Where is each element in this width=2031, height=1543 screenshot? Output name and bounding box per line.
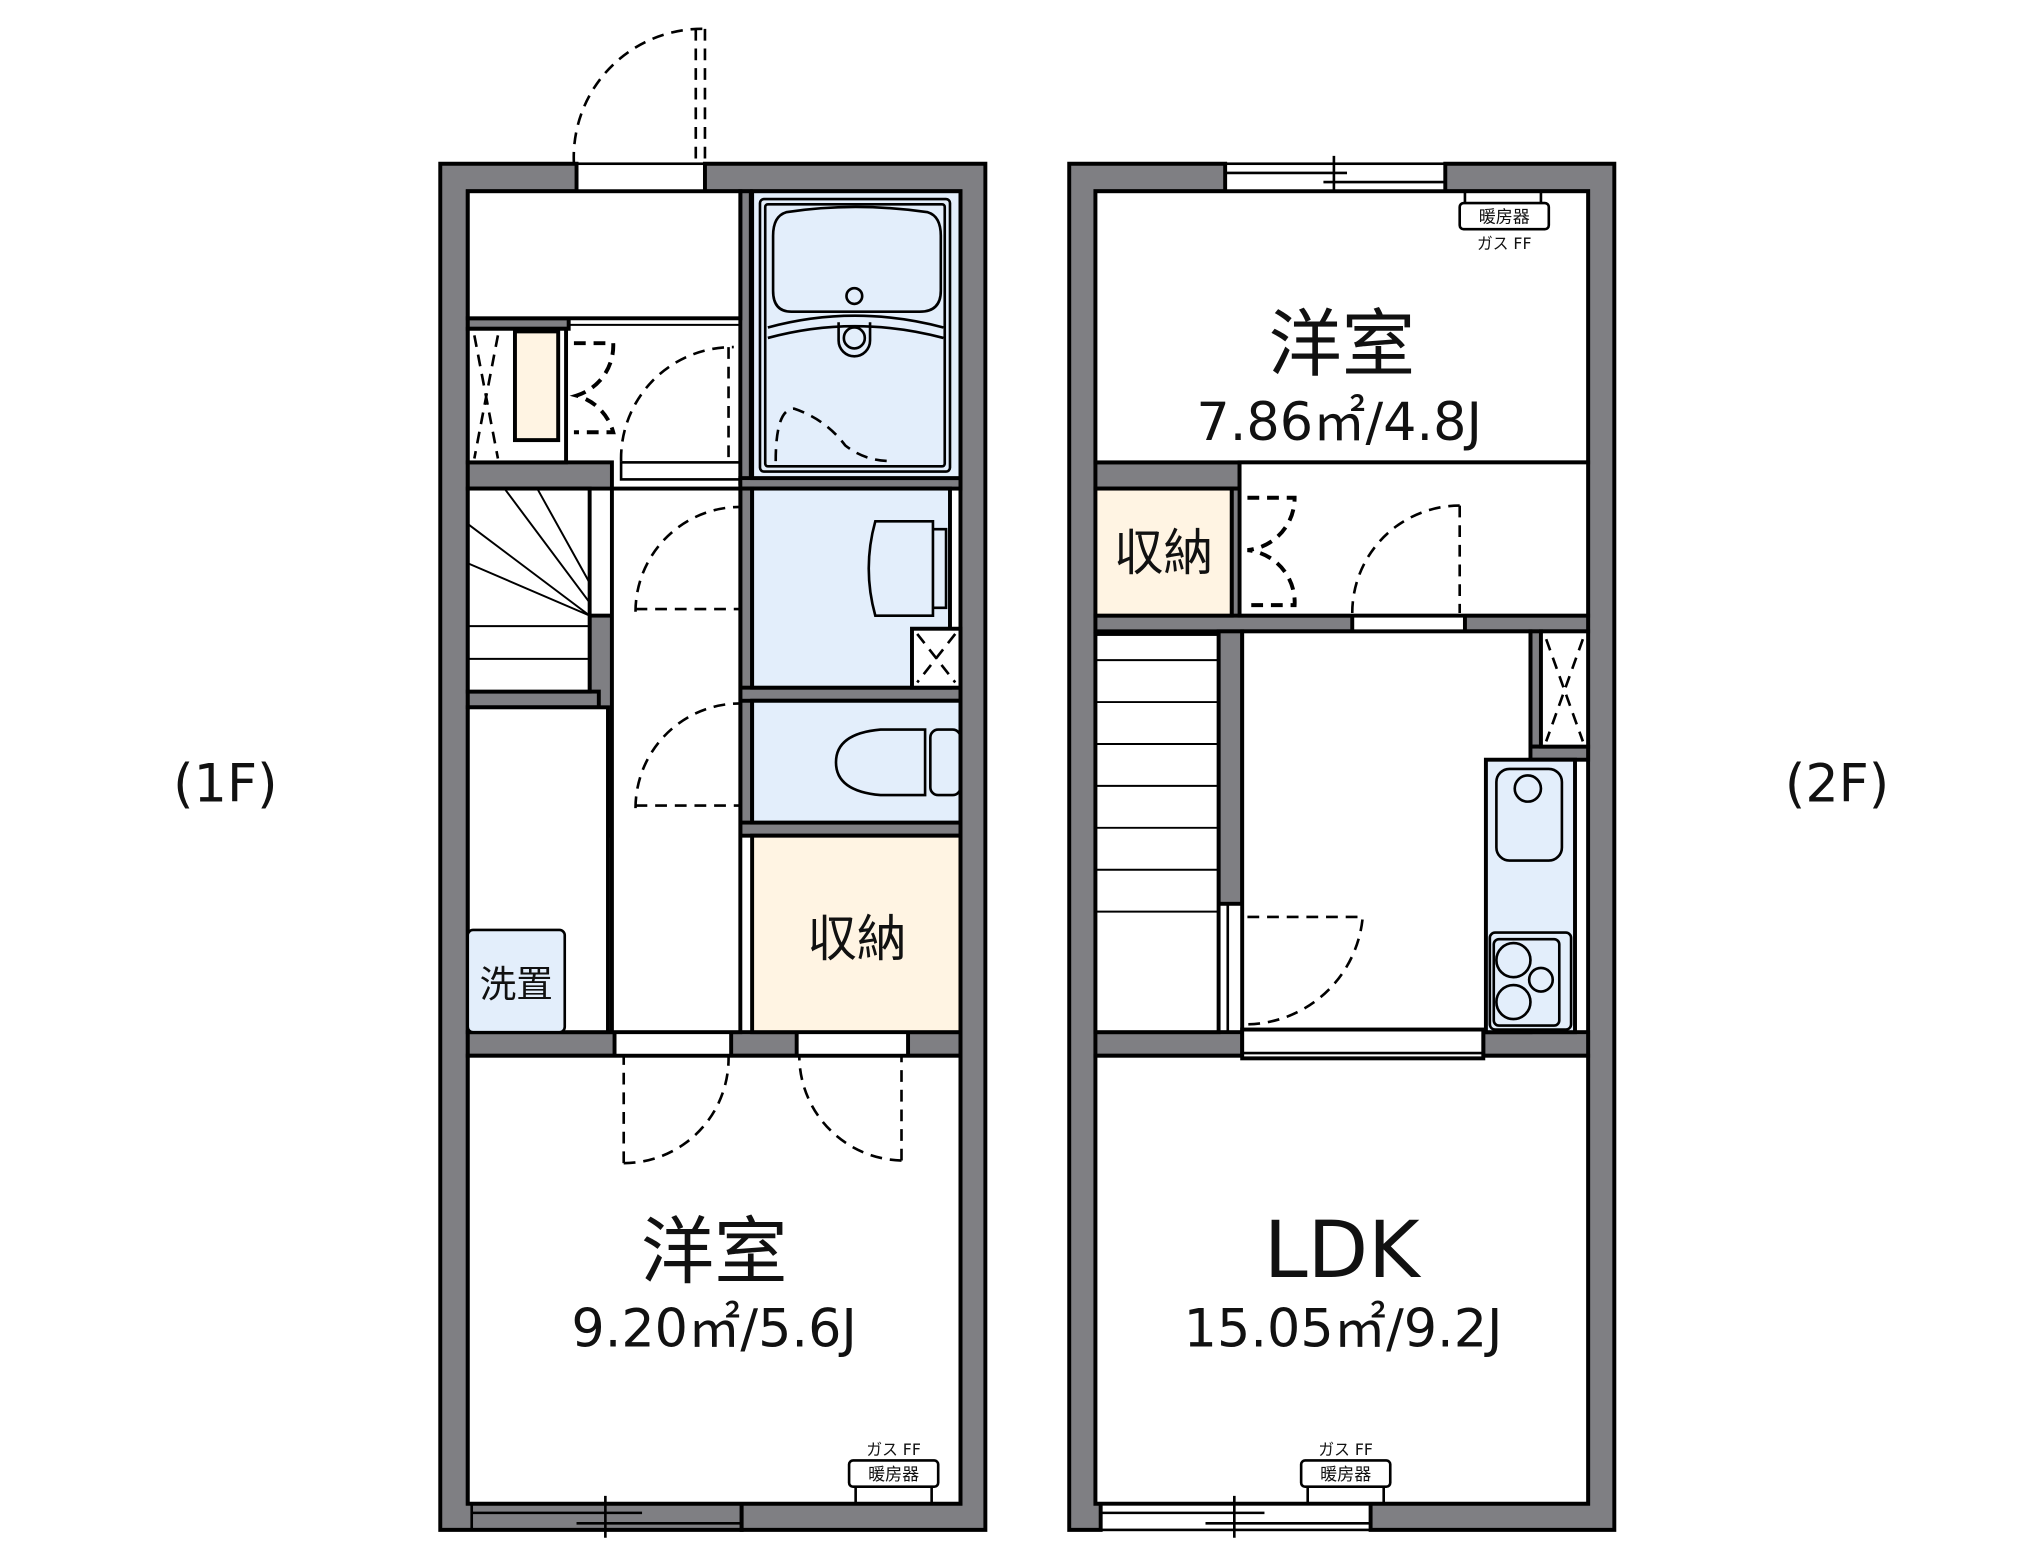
wall [465, 689, 601, 710]
wall [1462, 613, 1591, 634]
opening [619, 461, 742, 481]
svg-text:暖房器: 暖房器 [1320, 1465, 1371, 1485]
kitchen-counter [1483, 757, 1577, 1035]
window-1f[interactable] [470, 1495, 743, 1538]
svg-text:暖房器: 暖房器 [868, 1465, 919, 1485]
wall [465, 460, 614, 491]
svg-text:ガス FF: ガス FF [866, 1440, 921, 1459]
floor-label-2f: (2F) [1785, 754, 1889, 815]
svg-text:ガス FF: ガス FF [1477, 234, 1532, 253]
wall [465, 1030, 617, 1058]
western-room-2f-lower [1237, 460, 1591, 618]
western-room-1f-name: 洋室 [641, 1210, 788, 1295]
svg-text:ガス FF: ガス FF [1318, 1440, 1373, 1459]
closet-folding-door[interactable] [569, 341, 616, 435]
opening [1226, 902, 1244, 1034]
entrance-door[interactable] [572, 27, 707, 164]
stair-door-2f[interactable] [1247, 915, 1365, 1026]
storage-door-1f[interactable] [797, 1055, 903, 1162]
gas-heater-2f-bottom: ガス FF 暖房器 [1299, 1440, 1392, 1504]
entrance-opening [575, 162, 707, 193]
room-door-2f[interactable] [1350, 504, 1462, 614]
wall [1093, 1030, 1245, 1058]
room-door-1f[interactable] [622, 1055, 730, 1165]
entry-hall [465, 189, 743, 321]
storage-2f-label: 収納 [1114, 524, 1214, 582]
second-floor-plan: 洋室 7.86㎡/4.8J 暖房器 ガス FF 収納 [1067, 155, 1889, 1538]
vent-2f [1538, 629, 1591, 749]
washroom-door[interactable] [634, 505, 741, 612]
stair-treads [1095, 659, 1219, 913]
hallway [609, 486, 743, 1035]
washer-label: 洗置 [480, 963, 553, 1006]
wall [1093, 460, 1242, 491]
storage-2f [1093, 486, 1234, 618]
western-room-2f-area: 7.86㎡/4.8J [1196, 392, 1482, 453]
storage-1f [750, 833, 963, 1035]
ldk-name: LDK [1264, 1204, 1422, 1296]
storage-1f-label: 収納 [807, 910, 907, 968]
window-2f-bottom[interactable] [1099, 1495, 1372, 1538]
wall [1093, 613, 1355, 634]
opening [1350, 614, 1467, 633]
floor-label-1f: (1F) [173, 754, 277, 815]
toilet-door[interactable] [634, 702, 741, 809]
western-room-2f-name: 洋室 [1268, 302, 1415, 387]
wall [906, 1030, 963, 1058]
bathroom [750, 189, 963, 481]
washroom-door[interactable] [619, 345, 734, 462]
ldk-area: 15.05㎡/9.2J [1184, 1299, 1503, 1360]
gas-heater-1f: ガス FF 暖房器 [847, 1440, 940, 1504]
wall [1216, 629, 1245, 906]
kitchen-area [1240, 629, 1533, 1035]
western-room-1f-area: 9.20㎡/5.6J [571, 1299, 857, 1360]
wall [1481, 1030, 1591, 1058]
western-room-2f [1093, 189, 1591, 465]
washer-space [466, 928, 567, 1034]
shelf [512, 329, 561, 443]
western-room-1f [465, 1053, 963, 1506]
stairs-2f[interactable] [1093, 632, 1221, 1035]
storage-2f-folding-door[interactable] [1247, 495, 1297, 608]
gas-heater-2f-top: 暖房器 ガス FF [1458, 191, 1551, 253]
first-floor-plan: 収納 洗置 洋室 9.20㎡/5.6J ガス FF 暖房器 (1F) [173, 27, 988, 1538]
svg-text:暖房器: 暖房器 [1479, 208, 1530, 228]
wall [729, 1030, 799, 1058]
